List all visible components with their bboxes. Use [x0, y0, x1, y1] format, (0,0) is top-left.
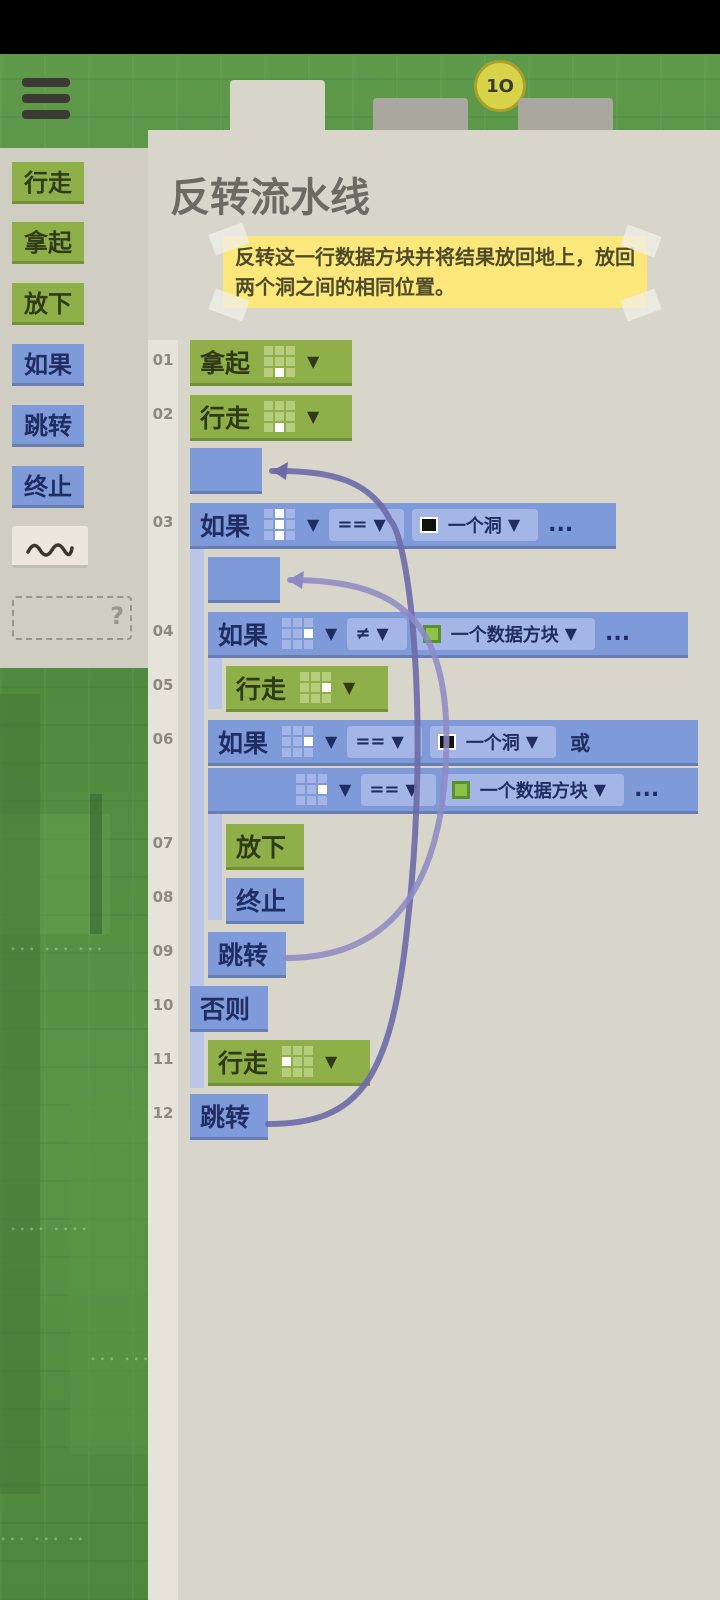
block-if-1[interactable]: 如果 ▼ ==▼ 一个洞▼ ... — [190, 503, 616, 549]
block-walk[interactable]: 行走 ▼ — [226, 666, 388, 712]
palette-end[interactable]: 终止 — [12, 466, 84, 508]
if-body-bar — [208, 814, 222, 920]
block-if-2[interactable]: 如果 ▼ ≠▼ 一个数据方块▼ ... — [208, 612, 688, 658]
line-number: 10 — [152, 996, 174, 1014]
palette-walk[interactable]: 行走 — [12, 162, 84, 204]
dropdown-icon[interactable]: ▼ — [325, 732, 338, 751]
jump-target-2[interactable] — [208, 557, 280, 603]
block-walk[interactable]: 行走 ▼ — [190, 395, 352, 441]
line-number: 09 — [152, 942, 174, 960]
grid-center-icon — [264, 346, 296, 377]
line-number: 08 — [152, 888, 174, 906]
block-walk[interactable]: 行走 ▼ — [208, 1040, 370, 1086]
menu-icon — [22, 78, 70, 87]
block-end[interactable]: 终止 — [226, 878, 304, 924]
question-icon: ? — [110, 602, 124, 630]
dropdown-icon[interactable]: ▼ — [307, 515, 320, 534]
grid-icon — [264, 509, 296, 540]
grid-icon — [282, 726, 314, 757]
more-indicator[interactable]: ... — [634, 777, 660, 802]
line-number: 11 — [152, 1050, 174, 1068]
line-number: 04 — [152, 622, 174, 640]
or-label: 或 — [570, 731, 591, 755]
dropdown-icon[interactable]: ▼ — [307, 407, 320, 426]
jump-arrow-outer — [265, 467, 421, 1127]
palette-pickup[interactable]: 拿起 — [12, 222, 84, 264]
line-number: 02 — [152, 405, 174, 423]
line-number: 05 — [152, 676, 174, 694]
operator-select[interactable]: ≠▼ — [347, 617, 407, 650]
else-body-bar — [190, 1020, 204, 1088]
line-number: 06 — [152, 730, 174, 748]
instruction-palette: 行走 拿起 放下 如果 跳转 终止 ? — [0, 148, 150, 668]
operator-select[interactable]: ==▼ — [347, 725, 422, 758]
jump-arrow-inner — [283, 577, 450, 961]
target-select[interactable]: 一个洞▼ — [429, 725, 557, 758]
dropdown-icon[interactable]: ▼ — [325, 624, 338, 643]
palette-drop[interactable]: 放下 — [12, 283, 84, 325]
line-gutter — [148, 340, 178, 1600]
target-select[interactable]: 一个数据方块▼ — [443, 773, 625, 806]
grid-center-icon — [264, 401, 296, 432]
palette-if[interactable]: 如果 — [12, 344, 84, 386]
tab-active[interactable] — [230, 80, 325, 140]
block-pickup[interactable]: 拿起 ▼ — [190, 340, 352, 386]
block-if-3[interactable]: 如果 ▼ ==▼ 一个洞▼ 或 — [208, 720, 698, 766]
block-if-3-condition-2[interactable]: ▼ ==▼ 一个数据方块▼ ... — [208, 768, 698, 814]
line-number: 03 — [152, 513, 174, 531]
target-select[interactable]: 一个洞▼ — [411, 508, 539, 541]
dropdown-icon[interactable]: ▼ — [325, 1052, 338, 1071]
line-number: 07 — [152, 834, 174, 852]
description-note: 反转这一行数据方块并将结果放回地上，放回两个洞之间的相同位置。 — [208, 222, 662, 322]
level-title: 反转流水线 — [170, 175, 370, 221]
jump-target-1[interactable] — [190, 448, 262, 494]
datacube-icon — [451, 780, 470, 799]
if-body-bar — [190, 545, 204, 993]
logo-badge[interactable]: 1O — [474, 60, 526, 112]
grid-icon — [296, 774, 327, 805]
grid-icon — [282, 618, 314, 649]
arrowhead-icon — [288, 571, 304, 589]
block-else[interactable]: 否则 — [190, 986, 268, 1032]
palette-jump[interactable]: 跳转 — [12, 405, 84, 447]
more-indicator[interactable]: ... — [548, 512, 574, 537]
dropdown-icon[interactable]: ▼ — [307, 352, 320, 371]
line-number: 12 — [152, 1104, 174, 1122]
grid-icon — [300, 672, 332, 703]
block-drop[interactable]: 放下 — [226, 824, 304, 870]
hole-icon — [419, 516, 438, 533]
arrowhead-icon — [272, 462, 288, 480]
grid-icon — [282, 1046, 314, 1077]
logo-text: 1O — [486, 75, 514, 97]
squiggle-icon — [26, 543, 74, 557]
block-jump-2[interactable]: 跳转 — [190, 1094, 268, 1140]
palette-unknown-slot[interactable]: ? — [12, 596, 132, 640]
more-indicator[interactable]: ... — [605, 621, 631, 646]
if-body-bar — [208, 653, 222, 709]
palette-comment[interactable] — [12, 526, 88, 568]
menu-button[interactable] — [22, 78, 70, 120]
target-select[interactable]: 一个数据方块▼ — [414, 617, 596, 650]
block-jump-1[interactable]: 跳转 — [208, 932, 286, 978]
dropdown-icon[interactable]: ▼ — [339, 780, 352, 799]
status-bar — [0, 0, 720, 54]
dropdown-icon[interactable]: ▼ — [343, 678, 356, 697]
line-number: 01 — [152, 351, 174, 369]
